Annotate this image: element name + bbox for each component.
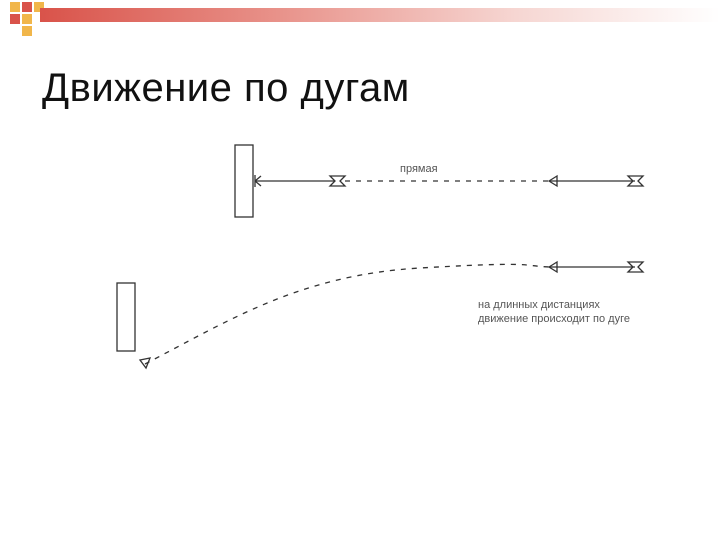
- deco-square: [22, 14, 32, 24]
- deco-square: [22, 2, 32, 12]
- arrowhead-icon: [138, 357, 152, 370]
- arc-label-line2: движение происходит по дуге: [478, 313, 630, 325]
- target-block-top: [234, 144, 254, 218]
- deco-square: [10, 2, 20, 12]
- fletching-icon: [328, 175, 347, 187]
- header-decoration: [0, 0, 720, 40]
- fletching-icon: [626, 175, 645, 187]
- arrowhead-icon: [547, 174, 558, 188]
- arrowhead-icon: [254, 175, 262, 187]
- arrowhead-icon: [547, 260, 558, 274]
- fletching-icon: [626, 261, 645, 273]
- straight-label: прямая: [400, 163, 438, 175]
- arc-label-line1: на длинных дистанциях: [478, 299, 600, 311]
- target-block-bottom: [116, 282, 136, 352]
- deco-square: [22, 26, 32, 36]
- deco-square: [34, 2, 44, 12]
- deco-square: [10, 14, 20, 24]
- header-gradient-bar: [40, 8, 720, 22]
- slide-title: Движение по дугам: [42, 66, 410, 110]
- arc-path-dashed: [144, 263, 551, 365]
